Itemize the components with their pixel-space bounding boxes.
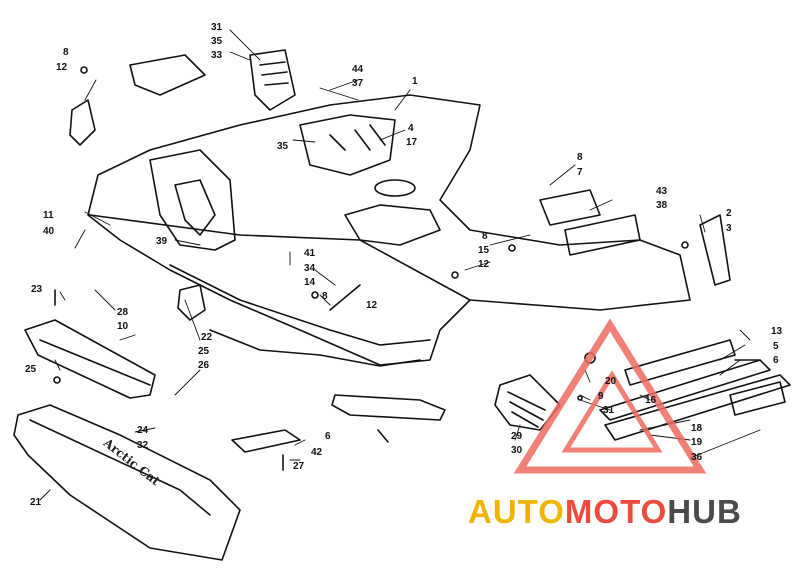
plate-7 bbox=[539, 189, 601, 226]
callout-34: 34 bbox=[304, 263, 316, 274]
callout-25-b: 25 bbox=[25, 364, 37, 375]
callout-19: 19 bbox=[691, 437, 703, 448]
callout-14: 14 bbox=[304, 277, 316, 288]
callout-21: 21 bbox=[30, 497, 42, 508]
bracket-left bbox=[69, 99, 96, 146]
callout-12: 12 bbox=[56, 62, 68, 73]
gauge-pod bbox=[249, 49, 296, 111]
watermark-moto: MOTO bbox=[564, 493, 668, 530]
callout-6: 6 bbox=[773, 355, 779, 366]
callout-32: 32 bbox=[137, 440, 149, 451]
callout-7: 7 bbox=[577, 167, 583, 178]
callout-8: 8 bbox=[63, 47, 69, 58]
rod-34 bbox=[329, 284, 361, 311]
side-panel bbox=[169, 264, 431, 346]
callout-18: 18 bbox=[691, 423, 703, 434]
watermark-auto: AUTO bbox=[468, 493, 565, 530]
vent-grill bbox=[494, 374, 561, 431]
callout-31: 31 bbox=[211, 22, 223, 33]
callout-13: 13 bbox=[771, 326, 783, 337]
callout-15: 15 bbox=[478, 245, 490, 256]
vent-cap bbox=[129, 54, 206, 96]
console-tower bbox=[149, 149, 236, 251]
callout-41: 41 bbox=[304, 248, 316, 259]
callout-33: 33 bbox=[211, 50, 223, 61]
callout-10: 10 bbox=[117, 321, 129, 332]
belly-lower-edge bbox=[209, 329, 421, 367]
callout-39: 39 bbox=[156, 236, 168, 247]
callout-42: 42 bbox=[311, 447, 323, 458]
callout-5: 5 bbox=[773, 341, 779, 352]
callout-43: 43 bbox=[656, 186, 668, 197]
callout-3: 3 bbox=[726, 223, 732, 234]
callout-31-b: 31 bbox=[603, 405, 615, 416]
callout-2: 2 bbox=[726, 208, 732, 219]
light-lens bbox=[729, 381, 786, 416]
hood-crease bbox=[89, 214, 471, 301]
callout-30: 30 bbox=[511, 445, 523, 456]
callout-6-b: 6 bbox=[325, 431, 331, 442]
callout-16: 16 bbox=[645, 395, 657, 406]
bracket-22 bbox=[177, 284, 206, 321]
callout-9: 9 bbox=[598, 391, 604, 402]
bumper-bar bbox=[24, 319, 156, 399]
callout-35-b: 35 bbox=[277, 141, 289, 152]
dash-pocket bbox=[299, 114, 396, 176]
callout-28: 28 bbox=[117, 307, 129, 318]
callout-17: 17 bbox=[406, 137, 418, 148]
plate-42 bbox=[231, 429, 301, 453]
bracket-5 bbox=[624, 339, 736, 386]
watermark-hub: HUB bbox=[667, 493, 742, 530]
hood-outline bbox=[87, 94, 691, 366]
callout-26: 26 bbox=[198, 360, 210, 371]
callout-44: 44 bbox=[352, 64, 364, 75]
console-cutout bbox=[344, 204, 441, 246]
callout-25: 25 bbox=[198, 346, 210, 357]
trim-2 bbox=[699, 214, 731, 286]
callout-35: 35 bbox=[211, 36, 223, 47]
callout-11: 11 bbox=[43, 210, 54, 221]
callout-27: 27 bbox=[293, 461, 305, 472]
callout-12-c: 12 bbox=[366, 300, 378, 311]
watermark-logo: AUTOMOTOHUB bbox=[468, 494, 742, 530]
plate-43 bbox=[564, 214, 641, 256]
callout-20: 20 bbox=[605, 376, 617, 387]
callout-37: 37 bbox=[352, 78, 364, 89]
callout-38: 38 bbox=[656, 200, 668, 211]
callout-1: 1 bbox=[412, 76, 418, 87]
callout-12-b: 12 bbox=[478, 259, 490, 270]
callout-29: 29 bbox=[511, 431, 523, 442]
callout-8-b: 8 bbox=[577, 152, 583, 163]
callout-24: 24 bbox=[137, 425, 149, 436]
skid-plate bbox=[331, 394, 446, 421]
watermark-triangle bbox=[513, 318, 707, 474]
callout-8-d: 8 bbox=[322, 291, 328, 302]
callout-4: 4 bbox=[408, 123, 414, 134]
callout-23: 23 bbox=[31, 284, 43, 295]
front-bumper bbox=[13, 404, 241, 561]
callout-22: 22 bbox=[201, 332, 213, 343]
callout-8-c: 8 bbox=[482, 231, 488, 242]
callout-40: 40 bbox=[43, 226, 55, 237]
callout-36: 36 bbox=[691, 452, 703, 463]
trim-strip bbox=[604, 374, 791, 441]
